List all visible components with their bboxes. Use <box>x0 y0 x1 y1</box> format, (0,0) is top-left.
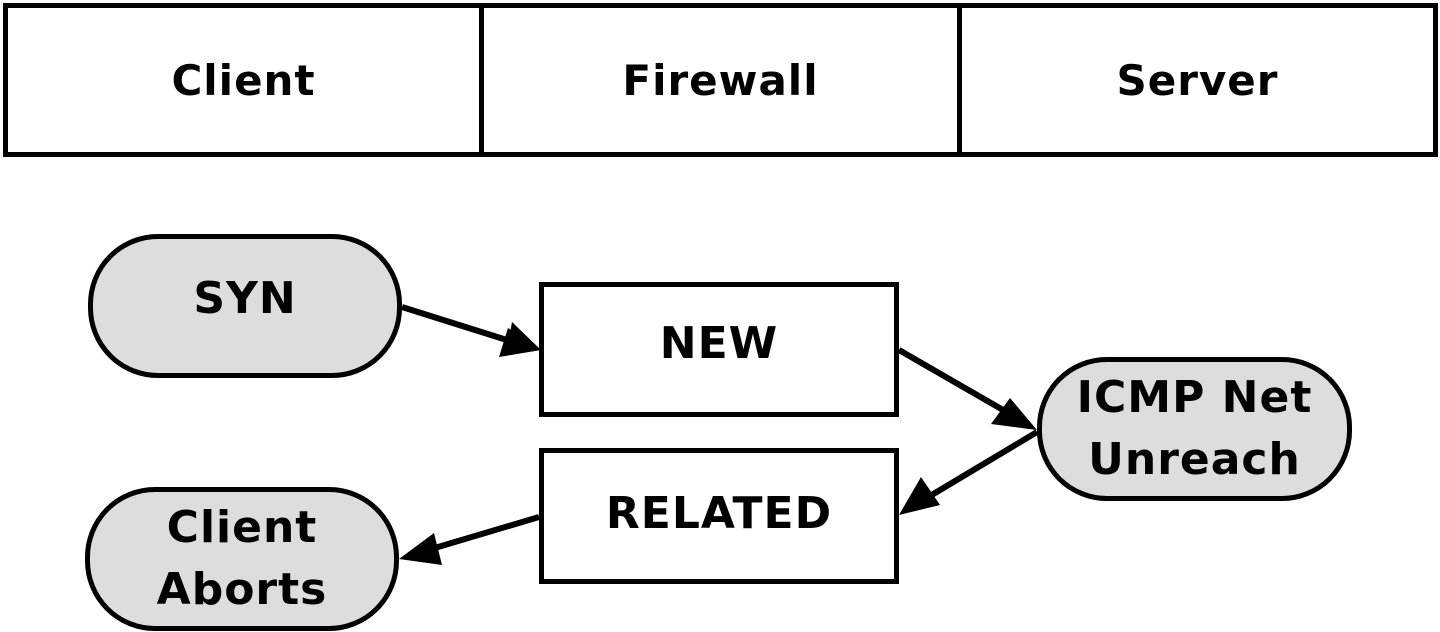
node-new: NEW <box>539 282 899 417</box>
node-new-label: NEW <box>659 318 779 369</box>
lane-server: Server <box>957 3 1438 157</box>
node-icmp-label-line1: ICMP Net <box>1076 372 1313 423</box>
lane-firewall: Firewall <box>479 3 962 157</box>
arrowhead-icon <box>991 398 1037 430</box>
edge-icmp-to-related <box>899 429 1039 515</box>
arrowhead-icon <box>499 328 541 357</box>
node-related: RELATED <box>539 448 899 584</box>
node-syn: SYN <box>88 234 402 378</box>
node-related-label: RELATED <box>605 488 833 539</box>
edge-syn-to-new <box>401 304 541 357</box>
node-icmp-net-unreach: ICMP Net Unreach <box>1037 357 1352 501</box>
lane-server-label: Server <box>1116 55 1279 105</box>
lane-firewall-label: Firewall <box>622 55 819 105</box>
lane-client: Client <box>3 3 484 157</box>
node-client-aborts-label-line2: Aborts <box>156 564 328 615</box>
arrowhead-icon <box>399 533 442 565</box>
lane-client-label: Client <box>171 55 316 105</box>
edge-related-to-client-aborts <box>399 514 540 565</box>
edge-new-to-icmp <box>897 347 1037 430</box>
node-icmp-label-line2: Unreach <box>1088 434 1301 485</box>
node-client-aborts: Client Aborts <box>85 487 399 631</box>
node-client-aborts-label-line1: Client <box>166 502 318 553</box>
node-syn-label: SYN <box>193 273 297 324</box>
arrowhead-icon <box>899 477 940 515</box>
